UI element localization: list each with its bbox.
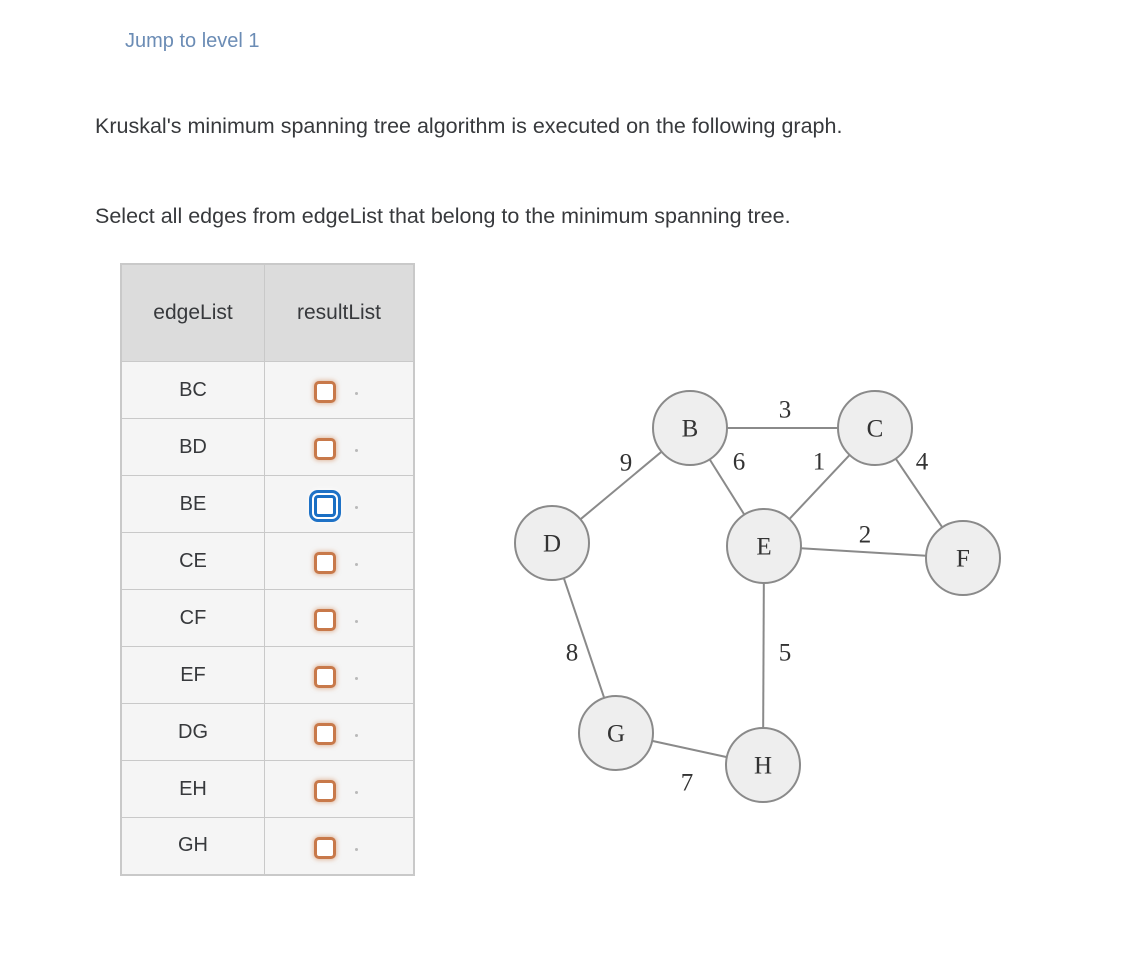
row-marker-dot bbox=[355, 506, 358, 509]
edge-label: CF bbox=[120, 589, 265, 647]
graph-node-label-F: F bbox=[956, 546, 970, 573]
result-cell bbox=[264, 760, 415, 818]
edge-weight-EH: 5 bbox=[779, 640, 792, 667]
checkbox-be[interactable] bbox=[314, 495, 336, 517]
graph-node-label-B: B bbox=[682, 416, 699, 443]
graph-node-B bbox=[652, 390, 728, 466]
jump-to-level-link[interactable]: Jump to level 1 bbox=[125, 30, 260, 52]
table-row: DG bbox=[120, 703, 415, 761]
table-row: GH bbox=[120, 817, 415, 875]
edge-weight-GH: 7 bbox=[681, 770, 694, 797]
result-cell bbox=[264, 589, 415, 647]
row-marker-dot bbox=[355, 392, 358, 395]
edge-weight-EF: 2 bbox=[859, 522, 872, 549]
edge-weight-BC: 3 bbox=[779, 397, 792, 424]
table-row: BD bbox=[120, 418, 415, 476]
edge-weight-CE: 1 bbox=[813, 449, 826, 476]
edge-label: CE bbox=[120, 532, 265, 590]
prompt-line-2: Select all edges from edgeList that belo… bbox=[95, 204, 791, 228]
row-marker-dot bbox=[355, 791, 358, 794]
edge-weight-BD: 9 bbox=[620, 450, 633, 477]
row-marker-dot bbox=[355, 847, 358, 851]
graph-edge-weights: 3 9 6 1 4 2 8 5 7 bbox=[566, 397, 929, 797]
result-cell bbox=[264, 532, 415, 590]
edge-label: GH bbox=[120, 817, 265, 875]
result-cell bbox=[264, 646, 415, 704]
edge-label: BC bbox=[120, 361, 265, 419]
edge-label: DG bbox=[120, 703, 265, 761]
edge-weight-BE: 6 bbox=[733, 449, 746, 476]
result-cell bbox=[264, 703, 415, 761]
checkbox-cf[interactable] bbox=[314, 609, 336, 631]
table-row: CF bbox=[120, 589, 415, 647]
graph-node-label-G: G bbox=[607, 721, 625, 748]
edge-weight-CF: 4 bbox=[916, 449, 929, 476]
edge-weight-DG: 8 bbox=[566, 640, 579, 667]
result-cell bbox=[264, 475, 415, 533]
row-marker-dot bbox=[355, 734, 358, 737]
graph-node-G bbox=[578, 695, 654, 771]
row-marker-dot bbox=[355, 449, 358, 452]
graph-node-F bbox=[925, 520, 1001, 596]
row-marker-dot bbox=[355, 563, 358, 566]
graph-node-D bbox=[514, 505, 590, 581]
graph-edge-CF bbox=[894, 458, 944, 528]
graph-edge-EF bbox=[800, 547, 927, 557]
edge-label: EH bbox=[120, 760, 265, 818]
result-cell bbox=[264, 418, 415, 476]
graph-node-label-E: E bbox=[756, 534, 771, 561]
graph-node-C bbox=[837, 390, 913, 466]
graph-edge-DG bbox=[562, 577, 606, 699]
checkbox-gh[interactable] bbox=[314, 836, 336, 859]
table-row: BC bbox=[120, 361, 415, 419]
row-marker-dot bbox=[355, 620, 358, 623]
graph-edge-GH bbox=[651, 739, 728, 759]
graph-node-label-C: C bbox=[867, 416, 884, 443]
column-header-edgelist: edgeList bbox=[120, 263, 265, 362]
graph-edge-BD bbox=[579, 450, 663, 521]
prompt-line-1: Kruskal's minimum spanning tree algorith… bbox=[95, 114, 843, 138]
graph-diagram: B C D E F G H 3 9 6 1 4 2 8 5 7 bbox=[470, 370, 1050, 830]
result-cell bbox=[264, 817, 415, 875]
table-row: CE bbox=[120, 532, 415, 590]
graph-node-label-H: H bbox=[754, 753, 772, 780]
checkbox-dg[interactable] bbox=[314, 723, 336, 745]
row-marker-dot bbox=[355, 677, 358, 680]
result-cell bbox=[264, 361, 415, 419]
checkbox-ce[interactable] bbox=[314, 552, 336, 574]
graph-nodes: B C D E F G H bbox=[514, 390, 1001, 803]
edge-label: BE bbox=[120, 475, 265, 533]
graph-edges bbox=[562, 427, 944, 759]
graph-edge-CE bbox=[788, 454, 851, 520]
table-header-row: edgeList resultList bbox=[120, 263, 415, 362]
graph-node-E bbox=[726, 508, 802, 584]
checkbox-ef[interactable] bbox=[314, 666, 336, 688]
column-header-resultlist: resultList bbox=[264, 263, 415, 362]
graph-edge-EH bbox=[762, 582, 765, 729]
graph-node-label-D: D bbox=[543, 531, 561, 558]
table-row: BE bbox=[120, 475, 415, 533]
checkbox-bd[interactable] bbox=[314, 438, 336, 460]
edge-label: BD bbox=[120, 418, 265, 476]
table-row: EH bbox=[120, 760, 415, 818]
checkbox-eh[interactable] bbox=[314, 780, 336, 802]
edge-label: EF bbox=[120, 646, 265, 704]
checkbox-bc[interactable] bbox=[314, 381, 336, 403]
graph-node-H bbox=[725, 727, 801, 803]
graph-edge-BE bbox=[708, 458, 746, 516]
table-row: EF bbox=[120, 646, 415, 704]
